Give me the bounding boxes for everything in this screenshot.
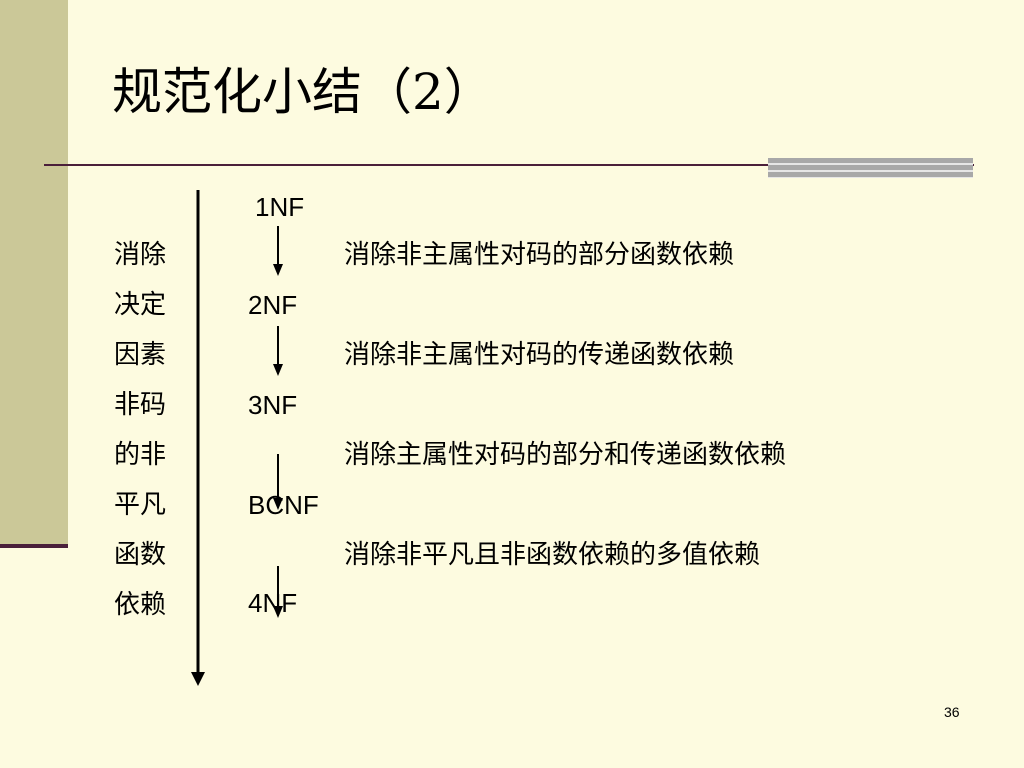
side-label-line-3: 因素 <box>114 340 167 370</box>
step-arrow-3-icon <box>273 454 283 510</box>
normal-form-4nf: 4NF <box>248 588 298 618</box>
side-label-line-5: 的非 <box>114 440 167 470</box>
side-label-line-7: 函数 <box>114 540 167 570</box>
step-arrow-4-icon <box>273 566 283 618</box>
title-rule-accent <box>768 158 973 178</box>
step-2-description: 消除非主属性对码的传递函数依赖 <box>344 340 735 370</box>
step-arrow-2-icon <box>273 326 283 376</box>
side-label-line-1: 消除 <box>114 240 167 270</box>
side-label-line-4: 非码 <box>114 390 167 420</box>
title-rule <box>44 164 974 166</box>
side-label-line-8: 依赖 <box>114 590 167 620</box>
left-decor-bar <box>0 0 68 544</box>
normal-form-bcnf: BCNF <box>248 490 319 520</box>
step-4-description: 消除非平凡且非函数依赖的多值依赖 <box>344 540 761 570</box>
normal-form-2nf: 2NF <box>248 290 298 320</box>
normal-form-3nf: 3NF <box>248 390 298 420</box>
step-3-description: 消除主属性对码的部分和传递函数依赖 <box>344 440 787 470</box>
step-1-description: 消除非主属性对码的部分函数依赖 <box>344 240 735 270</box>
page-number: 36 <box>944 704 960 720</box>
side-label-line-2: 决定 <box>114 290 167 320</box>
long-down-arrow-icon <box>191 190 205 686</box>
step-arrow-1-icon <box>273 226 283 276</box>
left-decor-line <box>0 544 68 548</box>
normal-form-1nf: 1NF <box>255 192 305 222</box>
side-label-line-6: 平凡 <box>114 490 167 520</box>
slide-title: 规范化小结（2） <box>112 63 494 121</box>
